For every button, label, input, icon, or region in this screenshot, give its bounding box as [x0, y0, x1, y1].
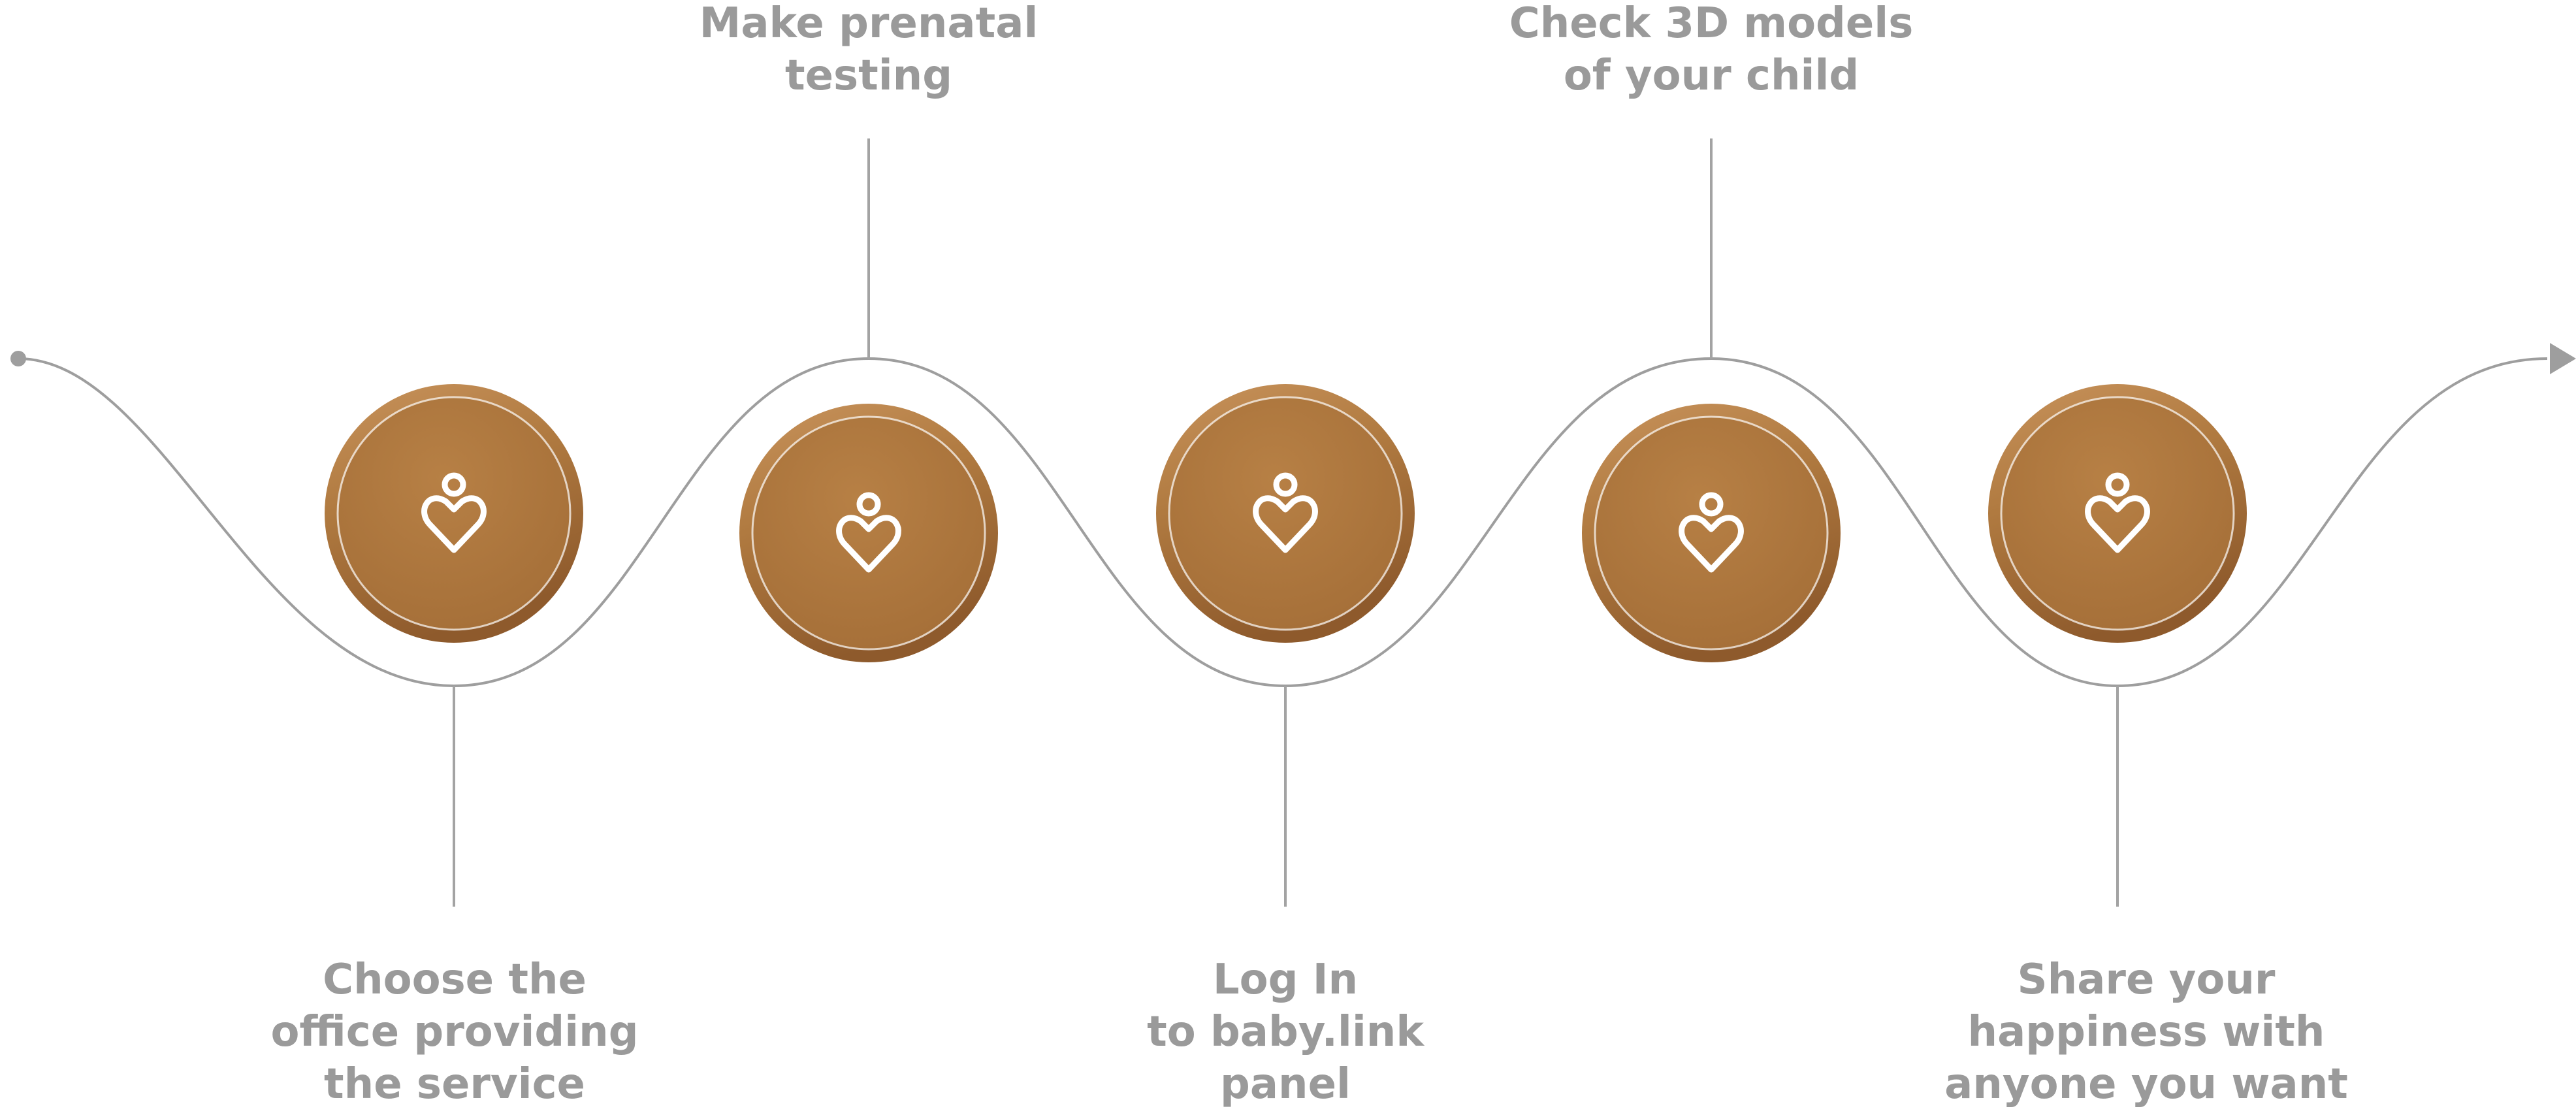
- step-3-circle: [1156, 384, 1415, 643]
- step-2-label: Make prenatal testing: [640, 0, 1097, 102]
- step-5-circle: [1988, 384, 2247, 643]
- baby-heart-icon: [836, 492, 901, 573]
- step-1-label: Choose the office providing the service: [226, 954, 683, 1110]
- step-5-label-line: happiness with: [1967, 1008, 2325, 1056]
- step-3-label: Log In to baby.link panel: [1057, 954, 1514, 1110]
- step-2-label-line: Make prenatal: [699, 0, 1038, 48]
- step-5-label: Share your happiness with anyone you wan…: [1918, 954, 2375, 1110]
- step-4-label-line: of your child: [1563, 52, 1860, 100]
- step-2-circle: [739, 404, 998, 662]
- baby-heart-icon: [421, 472, 487, 553]
- step-4-label: Check 3D models of your child: [1483, 0, 1940, 102]
- step-4-label-line: Check 3D models: [1509, 0, 1914, 48]
- step-3-label-line: panel: [1220, 1060, 1351, 1108]
- step-1-label-line: Choose the: [323, 956, 587, 1004]
- step-5-label-line: anyone you want: [1944, 1060, 2348, 1108]
- step-1-label-line: the service: [324, 1060, 585, 1108]
- baby-heart-icon: [1679, 492, 1744, 573]
- baby-heart-icon: [1253, 472, 1318, 553]
- step-1-label-line: office providing: [270, 1008, 639, 1056]
- step-3-label-line: Log In: [1212, 956, 1359, 1004]
- flow-end-arrow: [2550, 343, 2576, 374]
- step-1-circle: [325, 384, 583, 643]
- step-5-label-line: Share your: [2017, 956, 2276, 1004]
- baby-heart-icon: [2085, 472, 2150, 553]
- step-2-label-line: testing: [785, 52, 952, 100]
- step-4-circle: [1582, 404, 1841, 662]
- step-3-label-line: to baby.link: [1147, 1008, 1424, 1056]
